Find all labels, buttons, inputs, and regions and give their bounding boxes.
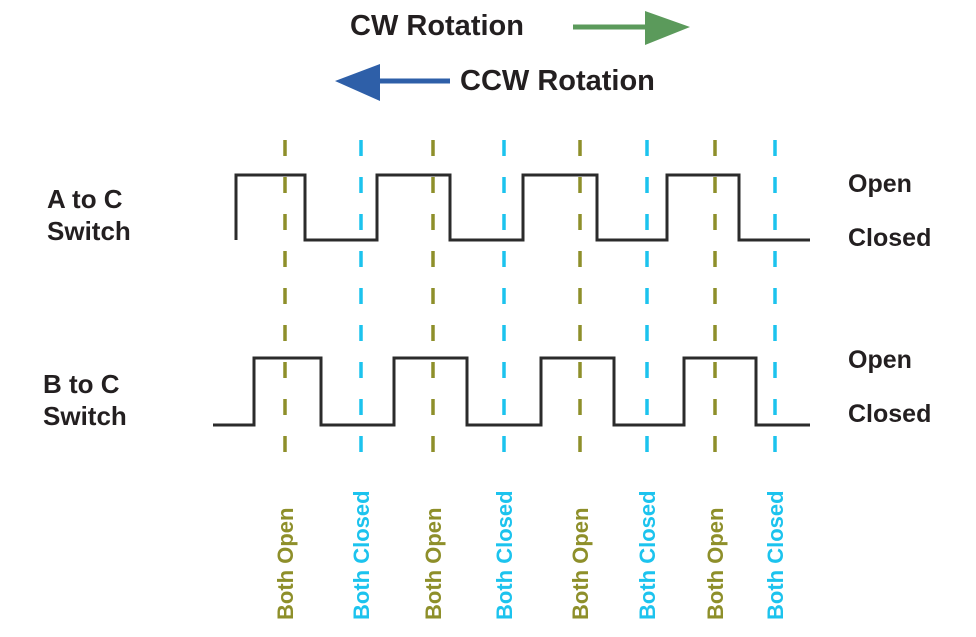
ccw-arrow-icon [335,64,450,101]
cw-rotation-label: CW Rotation [350,10,524,42]
signal-a-closed-label: Closed [848,224,932,252]
marker-label-closed: Both Closed [349,490,374,620]
cw-arrow-icon [573,11,690,45]
signal-b-name-line1: B to C [43,369,120,399]
signal-b-closed-label: Closed [848,400,932,428]
marker-label-open: Both Open [568,508,593,620]
signal-b-name-line2: Switch [43,401,127,431]
waveform-b-to-c [213,356,810,427]
ccw-rotation-label: CCW Rotation [460,65,655,97]
waveform-a-to-c [234,173,810,242]
marker-label-closed: Both Closed [492,490,517,620]
marker-label-open: Both Open [273,508,298,620]
signal-b-open-label: Open [848,346,912,374]
signal-a-name-line1: A to C [47,184,123,214]
signal-a-open-label: Open [848,170,912,198]
marker-label-open: Both Open [421,508,446,620]
signal-a-name-line2: Switch [47,216,131,246]
marker-label-closed: Both Closed [763,490,788,620]
marker-label-open: Both Open [703,508,728,620]
marker-label-closed: Both Closed [635,490,660,620]
signal-a-name: A to C Switch [47,183,131,247]
signal-b-name: B to C Switch [43,368,127,432]
